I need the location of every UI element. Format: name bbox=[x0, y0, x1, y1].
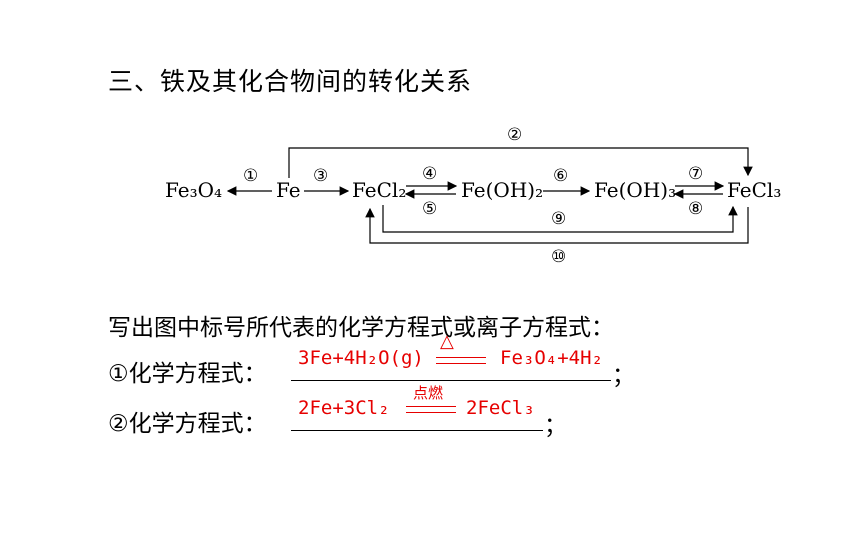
step-8-label: ⑧ bbox=[688, 199, 703, 219]
equation-2-products: 2FeCl₃ bbox=[466, 397, 535, 419]
equation-1-label: ①化学方程式： bbox=[108, 361, 267, 387]
step-1-label: ① bbox=[243, 166, 258, 186]
arrow-2 bbox=[288, 147, 753, 178]
step-3-label: ③ bbox=[313, 166, 328, 186]
iron-conversion-diagram: Fe₃O₄ Fe FeCl₂ Fe(OH)₂ Fe(OH)₃ FeCl₃ ① ②… bbox=[165, 125, 781, 267]
equation-1-answer-line bbox=[291, 380, 611, 381]
step-6-label: ⑥ bbox=[553, 166, 568, 186]
section-heading: 三、铁及其化合物间的转化关系 bbox=[108, 67, 473, 96]
equation-2-answer-line bbox=[291, 430, 543, 431]
equation-1-products: Fe₃O₄+4H₂ bbox=[500, 347, 603, 369]
species-fecl2: FeCl₂ bbox=[352, 178, 406, 202]
equation-1-condition: △ bbox=[440, 331, 454, 352]
species-fe3o4: Fe₃O₄ bbox=[165, 178, 222, 202]
species-fecl3: FeCl₃ bbox=[727, 178, 781, 202]
equation-2-condition: 点燃 bbox=[413, 384, 444, 402]
equation-2-equals-sign bbox=[406, 406, 456, 413]
arrow-10 bbox=[365, 207, 749, 244]
step-4-label: ④ bbox=[422, 164, 437, 184]
question-prompt: 写出图中标号所代表的化学方程式或离子方程式： bbox=[108, 315, 614, 341]
step-10-label: ⑩ bbox=[551, 247, 566, 267]
arrow-9 bbox=[382, 205, 738, 233]
equation-1-equals-sign bbox=[436, 357, 486, 364]
equation-2-label: ②化学方程式： bbox=[108, 411, 267, 437]
step-2-label: ② bbox=[507, 125, 522, 145]
equation-2-end: ； bbox=[544, 413, 567, 439]
step-5-label: ⑤ bbox=[422, 199, 437, 219]
species-fe: Fe bbox=[276, 178, 301, 202]
equation-2-reactants: 2Fe+3Cl₂ bbox=[298, 397, 390, 419]
step-7-label: ⑦ bbox=[688, 164, 703, 184]
step-9-label: ⑨ bbox=[551, 209, 566, 229]
species-feoh3: Fe(OH)₃ bbox=[594, 178, 676, 202]
species-feoh2: Fe(OH)₂ bbox=[461, 178, 543, 202]
equation-1-end: ； bbox=[612, 363, 635, 389]
equation-1-reactants: 3Fe+4H₂O(g) bbox=[298, 347, 424, 369]
